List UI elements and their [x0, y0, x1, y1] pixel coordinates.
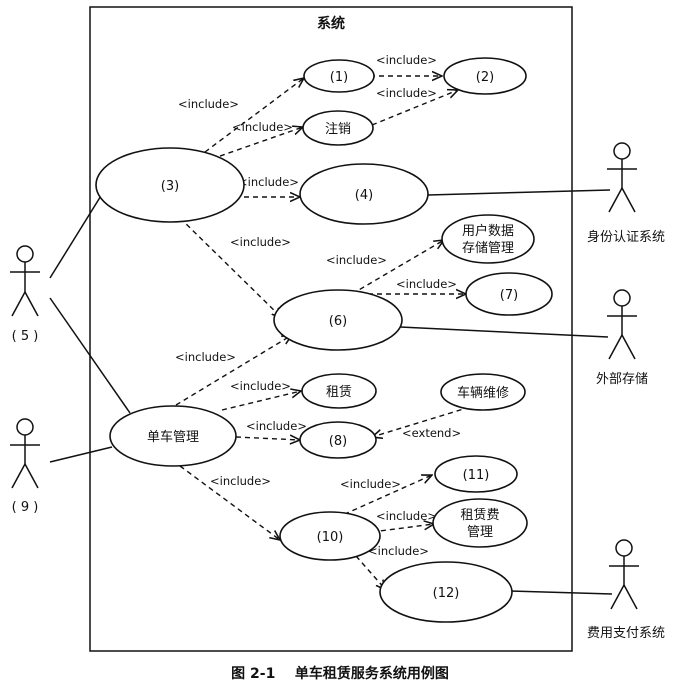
svg-text:存储管理: 存储管理: [462, 241, 514, 256]
actor-payment-system: 费用支付系统: [587, 539, 665, 641]
use-case-4: (4): [299, 163, 429, 225]
use-case-vehicle-repair: 车辆维修: [440, 373, 526, 411]
svg-text:(3): (3): [161, 179, 179, 194]
svg-text:车辆维修: 车辆维修: [457, 385, 509, 401]
use-case-3: (3): [95, 147, 245, 223]
label-extend-repair-8: <extend>: [402, 426, 461, 440]
svg-text:(1): (1): [330, 70, 348, 85]
use-case-1: (1): [303, 59, 375, 93]
assoc-12-payment: [509, 590, 613, 595]
svg-text:用户数据: 用户数据: [462, 223, 514, 239]
assoc-5-bike: [49, 297, 131, 414]
actor-identity-label: 身份认证系统: [587, 229, 665, 245]
svg-text:(10): (10): [317, 530, 344, 545]
use-case-cancel: 注销: [302, 110, 374, 146]
svg-text:管理: 管理: [467, 525, 493, 540]
svg-text:(11): (11): [463, 468, 490, 483]
rel-bike-8: [235, 437, 300, 440]
label-include-3-4: <include>: [238, 175, 299, 189]
system-title: 系统: [317, 15, 345, 32]
rel-repair-8: [372, 406, 471, 437]
label-include-10-12: <include>: [368, 544, 429, 558]
label-include-6-userdata: <include>: [326, 253, 387, 267]
use-case-rental-fee-management: 租赁费 管理: [432, 498, 528, 548]
actor-external-storage: 外部存储: [596, 289, 648, 387]
use-case-7: (7): [465, 272, 553, 316]
assoc-4-identity: [427, 189, 611, 196]
rel-10-fee: [371, 524, 434, 533]
actor-9-label: ( 9 ): [12, 500, 39, 515]
svg-text:注销: 注销: [325, 122, 351, 137]
use-case-rent: 租赁: [301, 373, 377, 409]
label-include-bike-8: <include>: [246, 419, 307, 433]
use-case-2: (2): [443, 57, 527, 95]
use-case-10: (10): [279, 511, 381, 561]
label-include-bike-10: <include>: [210, 474, 271, 488]
rel-3-1: [204, 78, 304, 153]
use-case-11: (11): [434, 455, 518, 493]
label-include-6-7: <include>: [396, 277, 457, 291]
label-include-bike-6: <include>: [175, 350, 236, 364]
svg-text:(12): (12): [433, 586, 460, 601]
actor-5-label: ( 5 ): [12, 329, 39, 344]
actor-9: ( 9 ): [10, 418, 40, 515]
label-include-3-cancel: <include>: [232, 120, 293, 134]
label-include-10-11: <include>: [340, 477, 401, 491]
actor-storage-label: 外部存储: [596, 372, 648, 387]
use-case-12: (12): [379, 561, 513, 623]
assoc-6-storage: [399, 326, 609, 338]
use-case-6: (6): [273, 289, 403, 351]
rel-bike-10: [179, 465, 280, 540]
use-case-8: (8): [299, 421, 377, 459]
rel-bike-6: [175, 335, 292, 406]
rel-10-12: [355, 555, 386, 590]
svg-text:(7): (7): [500, 288, 518, 303]
svg-text:(2): (2): [476, 70, 494, 85]
svg-text:(4): (4): [355, 188, 373, 203]
rel-bike-rent: [221, 391, 301, 411]
label-include-3-1: <include>: [178, 97, 239, 111]
label-include-10-fee: <include>: [376, 509, 437, 523]
svg-text:租赁费: 租赁费: [460, 508, 499, 523]
actor-5: ( 5 ): [10, 245, 40, 344]
label-include-1-2: <include>: [376, 53, 437, 67]
svg-text:(8): (8): [329, 434, 347, 449]
system-boundary: [89, 6, 573, 652]
label-include-3-6: <include>: [230, 235, 291, 249]
actor-payment-label: 费用支付系统: [587, 626, 665, 641]
assoc-9-bike: [49, 446, 113, 463]
svg-text:单车管理: 单车管理: [147, 429, 199, 445]
rel-cancel-2: [371, 90, 458, 126]
label-include-bike-rent: <include>: [230, 379, 291, 393]
actor-identity-auth-system: 身份认证系统: [587, 142, 665, 245]
use-case-bike-management: 单车管理: [109, 405, 237, 467]
figure-caption: 图 2-1 单车租赁服务系统用例图: [231, 665, 449, 682]
rel-3-6: [179, 217, 282, 318]
svg-text:租赁: 租赁: [326, 385, 352, 400]
svg-text:(6): (6): [329, 314, 347, 329]
use-case-user-data-storage: 用户数据 存储管理: [441, 214, 535, 264]
label-include-cancel-2: <include>: [376, 86, 437, 100]
